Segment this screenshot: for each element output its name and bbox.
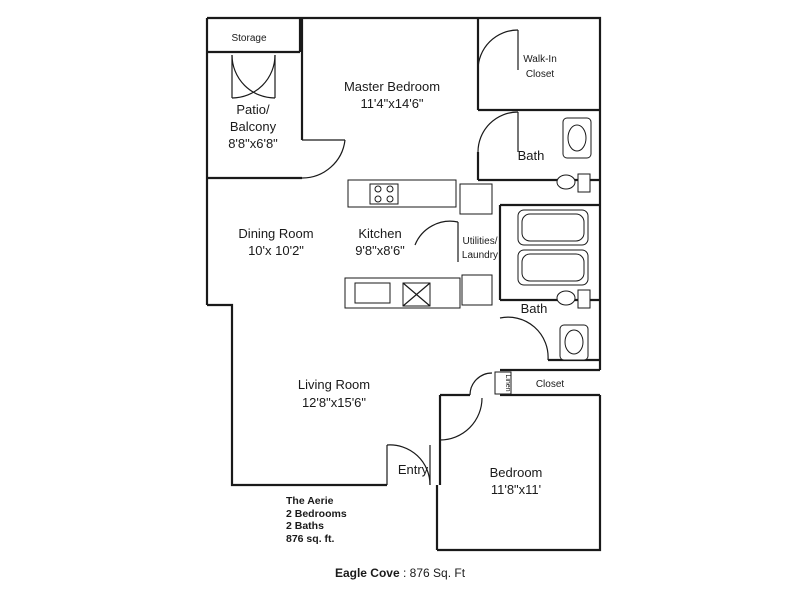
second-bath-fixtures [556, 289, 591, 361]
closet-label: Closet [536, 379, 565, 390]
patio-door [301, 139, 346, 179]
entry-label: Entry [398, 462, 429, 477]
kitchen-counter-bottom [344, 274, 493, 309]
utilities-door [414, 220, 459, 262]
bedroom-dimensions: 11'8"x11' [491, 482, 541, 497]
kitchen-dimensions: 9'8"x8'6" [355, 243, 405, 258]
walk-in-door [477, 29, 519, 71]
entry-door [386, 444, 431, 486]
patio-dimensions: 8'8"x6'8" [228, 136, 278, 151]
linen-door [469, 372, 493, 396]
living-room-label: Living Room [298, 377, 370, 392]
master-bath-fixtures [556, 117, 592, 193]
closet-label-master: Closet [526, 69, 555, 80]
patio-label: Patio/ [236, 102, 270, 117]
footer-caption: Eagle Cove : 876 Sq. Ft [0, 566, 800, 580]
dining-room-label: Dining Room [238, 226, 313, 241]
unit-name: The Aerie [286, 495, 334, 507]
unit-area: 876 sq. ft. [286, 532, 335, 545]
dining-room-dimensions: 10'x 10'2" [248, 243, 304, 258]
walk-in-label: Walk-In [523, 54, 557, 65]
second-bath-label: Bath [521, 301, 548, 316]
master-bedroom-dimensions: 11'4"x14'6" [360, 96, 423, 111]
bedroom-label: Bedroom [490, 465, 543, 480]
storage-label: Storage [231, 33, 266, 44]
outer-walls [205, 16, 602, 552]
master-bedroom-label: Master Bedroom [344, 79, 440, 94]
property-name: Eagle Cove [334, 566, 400, 580]
balcony-label: Balcony [230, 119, 277, 134]
living-room-dimensions: 12'8"x15'6" [302, 395, 366, 410]
second-bath-door [499, 316, 549, 361]
unit-bedrooms: 2 Bedrooms [286, 507, 347, 520]
property-size: : 876 Sq. Ft [399, 566, 466, 580]
unit-baths: 2 Baths [286, 520, 324, 532]
unit-summary: The Aerie 2 Bedrooms 2 Baths 876 sq. ft. [286, 495, 347, 545]
master-bath-label: Bath [518, 148, 545, 163]
kitchen-counter-top [347, 179, 493, 215]
storage-door [231, 54, 276, 99]
bathtubs [517, 209, 589, 286]
linen-shelf [494, 371, 512, 395]
bedroom-door [439, 397, 483, 441]
utilities-label: Utilities/ [462, 236, 497, 247]
master-bath-door [477, 111, 519, 153]
linen-label: Linen [504, 374, 511, 391]
laundry-label: Laundry [462, 250, 498, 261]
kitchen-label: Kitchen [358, 226, 401, 241]
